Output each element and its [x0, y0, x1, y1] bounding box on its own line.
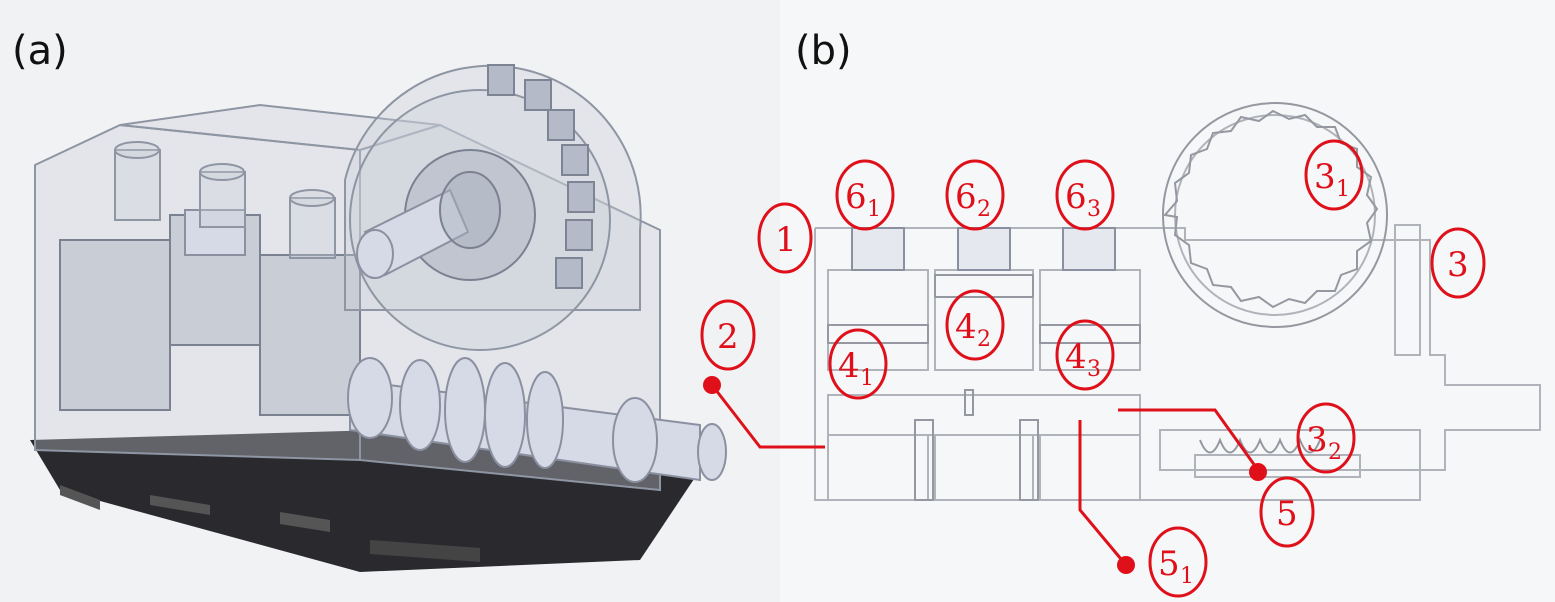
- leader-2-dot: [703, 376, 721, 394]
- svg-text:3: 3: [1087, 197, 1101, 222]
- inner-chamber: [59, 239, 171, 411]
- housing-section: [814, 227, 1541, 501]
- svg-text:5: 5: [1276, 494, 1298, 534]
- worm-section: [1159, 429, 1421, 478]
- svg-text:2: 2: [717, 317, 739, 357]
- port-cylinder: [114, 141, 161, 221]
- svg-text:1: 1: [1336, 177, 1350, 202]
- callout-2: 2: [700, 299, 756, 371]
- lower-channels: [827, 389, 1141, 501]
- gear-shaft: [356, 171, 501, 279]
- leader-5-1: [1078, 420, 1128, 566]
- callout-6-1: 6 1: [835, 159, 895, 231]
- svg-text:3: 3: [1314, 157, 1336, 197]
- leader-5-1-dot: [1117, 556, 1135, 574]
- panel-a-label: (a): [12, 28, 68, 74]
- panel-b-illustration: [780, 0, 1555, 602]
- svg-text:6: 6: [1065, 177, 1087, 217]
- callout-4-1: 4 1: [828, 328, 888, 400]
- panel-b-background: [780, 0, 1555, 602]
- mount-tab: [150, 495, 210, 515]
- svg-text:3: 3: [1447, 245, 1469, 285]
- square-cavity: [184, 209, 246, 256]
- port-cylinder: [289, 189, 336, 259]
- mount-tab: [60, 485, 100, 510]
- leader-2: [710, 384, 825, 449]
- svg-text:1: 1: [860, 366, 874, 391]
- svg-text:2: 2: [977, 327, 991, 352]
- callout-3-1: 3 1: [1304, 139, 1364, 211]
- panel-a-illustration: [0, 0, 780, 602]
- svg-text:3: 3: [1306, 420, 1328, 460]
- leader-lines: [703, 376, 1267, 574]
- svg-text:3: 3: [1087, 357, 1101, 382]
- gear-section: [1162, 102, 1388, 328]
- svg-text:6: 6: [845, 177, 867, 217]
- svg-text:2: 2: [1328, 440, 1342, 465]
- svg-text:6: 6: [955, 177, 977, 217]
- mount-tab: [370, 540, 480, 562]
- leader-5: [1118, 408, 1260, 471]
- callout-1: 1: [757, 202, 813, 274]
- worm-shaft: [347, 357, 727, 483]
- callout-4-2: 4 2: [945, 289, 1005, 361]
- port-cylinder: [199, 163, 246, 228]
- svg-text:2: 2: [977, 197, 991, 222]
- callout-6-2: 6 2: [945, 159, 1005, 231]
- svg-text:1: 1: [775, 220, 797, 260]
- svg-text:4: 4: [838, 346, 860, 386]
- leader-5-dot: [1249, 463, 1267, 481]
- svg-text:4: 4: [955, 307, 977, 347]
- svg-text:4: 4: [1065, 337, 1087, 377]
- mount-tab: [280, 512, 330, 532]
- callout-6-3: 6 3: [1055, 159, 1115, 231]
- callout-5-1: 5 1: [1148, 526, 1208, 598]
- svg-text:1: 1: [1180, 564, 1194, 589]
- inner-chamber: [259, 254, 361, 416]
- callout-3-2: 3 2: [1296, 402, 1356, 474]
- chamber-row: [827, 227, 1141, 371]
- callout-5: 5: [1259, 476, 1315, 548]
- svg-text:5: 5: [1158, 544, 1180, 584]
- svg-text:1: 1: [867, 197, 881, 222]
- base-shadow: [30, 430, 700, 572]
- bearing-post: [1394, 224, 1421, 356]
- callout-4-3: 4 3: [1055, 319, 1115, 391]
- callout-3: 3: [1430, 227, 1486, 299]
- panel-b-label: (b): [795, 28, 852, 74]
